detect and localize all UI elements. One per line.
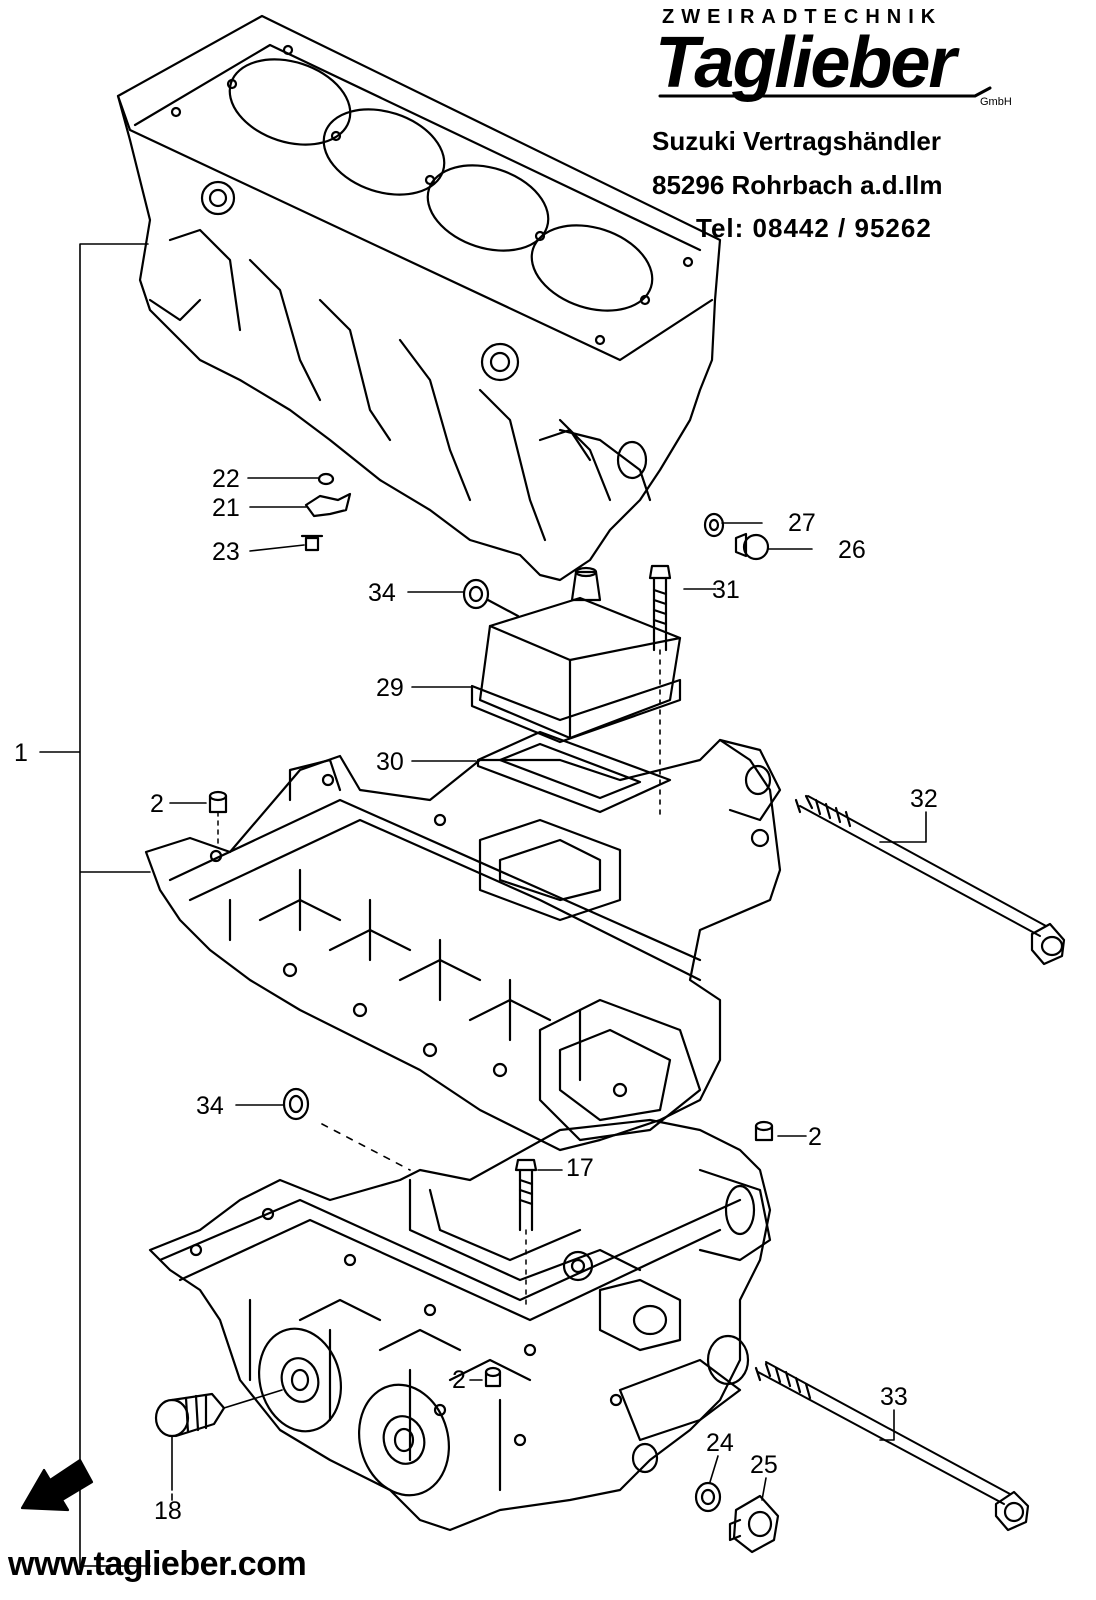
part-2-dowel-right bbox=[754, 1120, 774, 1142]
callout-25: 25 bbox=[750, 1451, 778, 1479]
callout-17: 17 bbox=[566, 1154, 594, 1182]
callout-2-right: 2 bbox=[808, 1123, 822, 1151]
callout-leader-lines bbox=[39, 243, 927, 1569]
callout-32: 32 bbox=[910, 785, 938, 813]
front-direction-arrow-icon bbox=[20, 1458, 94, 1512]
callout-34-lower: 34 bbox=[196, 1092, 224, 1120]
dealer-address: 85296 Rohrbach a.d.Ilm bbox=[652, 170, 943, 200]
upper-crankcase bbox=[144, 738, 782, 1152]
part-2-dowel-upper bbox=[208, 790, 228, 849]
lower-crankcase bbox=[148, 1118, 772, 1532]
callout-18: 18 bbox=[154, 1497, 182, 1525]
cylinder-block bbox=[116, 14, 722, 582]
oil-pump-housings bbox=[257, 1327, 451, 1497]
brand-swoosh bbox=[658, 86, 992, 98]
part-32-long-bolt bbox=[794, 794, 1066, 966]
callout-2-lower: 2 bbox=[452, 1366, 466, 1394]
callout-1: 1 bbox=[14, 739, 28, 767]
website-link[interactable]: www.taglieber.com bbox=[8, 1545, 307, 1583]
part-24-washer bbox=[694, 1481, 722, 1513]
callout-33: 33 bbox=[880, 1383, 908, 1411]
callout-22: 22 bbox=[212, 465, 240, 493]
parts-26-27 bbox=[703, 512, 770, 561]
part-25-drain-plug bbox=[728, 1494, 780, 1554]
part-31-bolt bbox=[648, 564, 672, 821]
brand-suffix: GmbH bbox=[980, 96, 1012, 108]
part-34-lower bbox=[282, 1087, 411, 1171]
callout-23: 23 bbox=[212, 538, 240, 566]
callout-26: 26 bbox=[838, 536, 866, 564]
callout-34-upper: 34 bbox=[368, 579, 396, 607]
callout-24: 24 bbox=[706, 1429, 734, 1457]
part-29-breather-cover bbox=[470, 566, 682, 744]
dealer-label: Suzuki Vertragshändler bbox=[652, 126, 941, 156]
parts-21-22-23 bbox=[300, 472, 352, 552]
dealer-phone: Tel: 08442 / 95262 bbox=[696, 213, 932, 243]
callout-2-upper: 2 bbox=[150, 790, 164, 818]
part-34-upper bbox=[462, 578, 520, 618]
part-30-gasket bbox=[476, 730, 672, 814]
callout-21: 21 bbox=[212, 494, 240, 522]
callout-29: 29 bbox=[376, 674, 404, 702]
callout-30: 30 bbox=[376, 748, 404, 776]
part-33-long-bolt bbox=[754, 1361, 1030, 1532]
brand-logo-text: Taglieber bbox=[655, 23, 956, 103]
callout-27: 27 bbox=[788, 509, 816, 537]
part-17-bolt bbox=[514, 1158, 538, 1311]
part-2-dowel-lower bbox=[484, 1366, 502, 1388]
callout-31: 31 bbox=[712, 576, 740, 604]
brand-tagline: ZWEIRADTECHNIK bbox=[662, 6, 943, 28]
part-18-plug bbox=[154, 1389, 283, 1491]
